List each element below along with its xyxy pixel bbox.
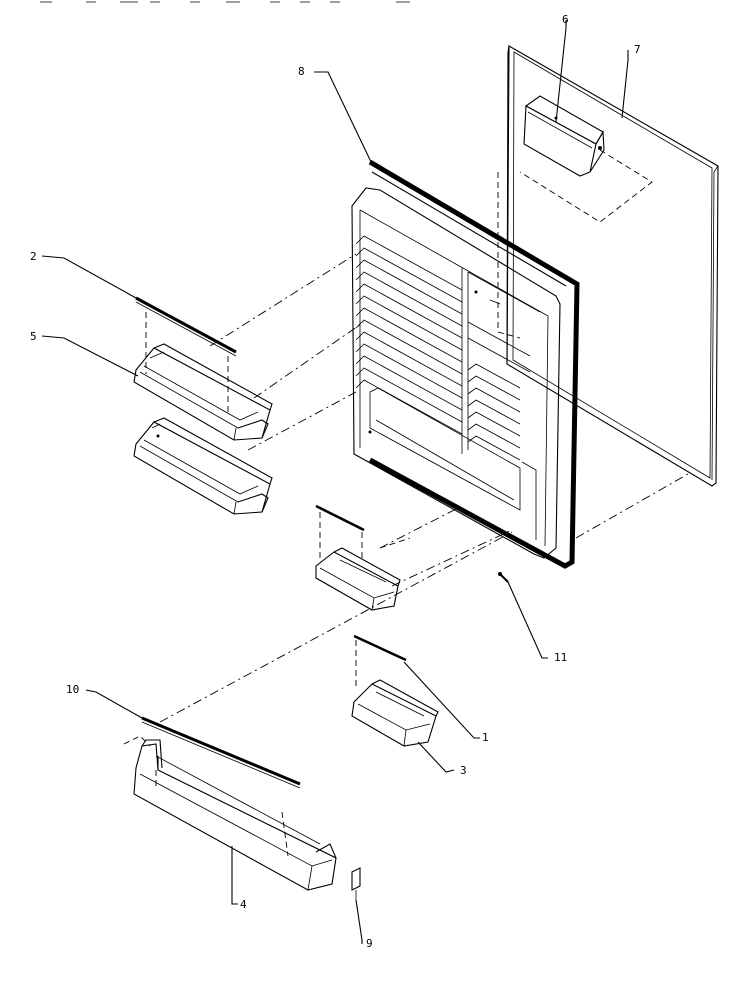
outer-door-panel xyxy=(506,45,719,487)
callout-5: 5 xyxy=(30,330,37,343)
screw xyxy=(498,572,509,583)
inner-door-liner xyxy=(351,159,580,569)
shelf-rail-small-middle xyxy=(315,504,365,532)
callout-11: 11 xyxy=(554,651,568,664)
small-bin-right xyxy=(351,679,439,747)
door-shelf-bin-upper xyxy=(133,343,273,441)
door-module xyxy=(523,95,605,177)
liner-shelf-ridges-right xyxy=(467,363,521,461)
assembly-lines xyxy=(123,149,689,857)
callout-9: 9 xyxy=(366,937,373,950)
shelf-rail-long-bottom xyxy=(141,716,301,789)
callout-4: 4 xyxy=(240,898,247,911)
leader-lines xyxy=(41,20,629,944)
callout-2: 2 xyxy=(30,250,37,263)
large-bottom-bin xyxy=(133,739,337,891)
shelf-rail-top xyxy=(135,296,237,357)
callout-8: 8 xyxy=(298,65,305,78)
bin-clip xyxy=(351,867,361,900)
liner-shelf-ridges-left xyxy=(355,235,463,435)
callout-10: 10 xyxy=(66,683,80,696)
callout-6: 6 xyxy=(562,13,569,26)
callout-3: 3 xyxy=(460,764,467,777)
callout-7: 7 xyxy=(634,43,641,56)
small-bin-middle xyxy=(315,547,401,611)
shelf-rail-small-right xyxy=(353,634,407,662)
callout-1: 1 xyxy=(482,731,489,744)
door-shelf-bin-middle xyxy=(133,417,273,515)
